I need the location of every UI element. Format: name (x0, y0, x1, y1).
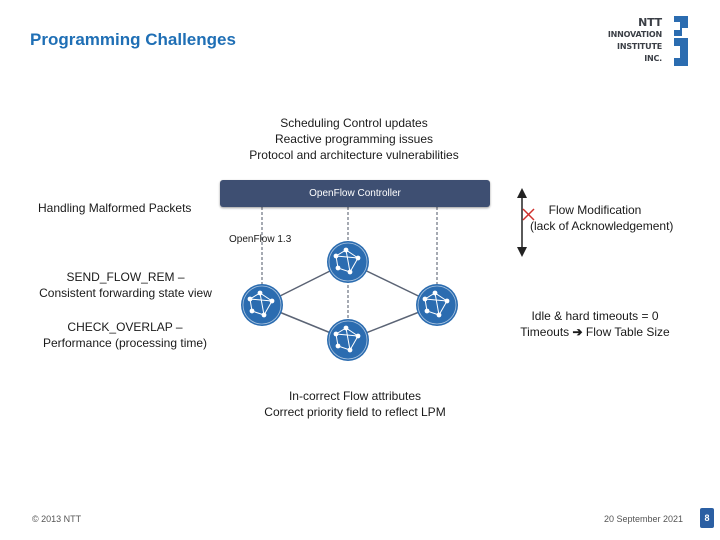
bottom-issue-1: In-correct Flow attributes (288, 389, 422, 403)
switch-node-right (416, 284, 458, 326)
flow-modification-detail: (lack of Acknowledgement) (530, 219, 674, 233)
logo-line-3: INSTITUTE (617, 42, 662, 51)
ntt-logo: NTT INNOVATION INSTITUTE INC. (608, 12, 692, 72)
flow-modification-title: Flow Modification (548, 203, 642, 217)
logo-line-4: INC. (644, 54, 662, 63)
switch-node-top (327, 241, 369, 283)
page-number: 8 (700, 508, 714, 528)
bidirectional-arrow-icon (517, 188, 527, 257)
check-overlap-detail: Performance (processing time) (42, 336, 208, 350)
flow-modification: Flow Modification (lack of Acknowledgeme… (530, 202, 674, 234)
logo-line-1: NTT (638, 16, 662, 29)
flow-table-size-label: Flow Table Size (585, 325, 670, 339)
openflow-version-label: OpenFlow 1.3 (229, 234, 292, 245)
top-issue-1: Scheduling Control updates (280, 116, 428, 130)
switch-node-bottom (327, 319, 369, 361)
send-flow-rem: SEND_FLOW_REM – Consistent forwarding st… (32, 269, 219, 301)
top-issues: Scheduling Control updates Reactive prog… (229, 115, 479, 163)
logo-line-2: INNOVATION (607, 30, 662, 39)
footer-copyright: © 2013 NTT (32, 514, 82, 524)
timeouts-label: Timeouts (520, 325, 570, 339)
send-flow-rem-title: SEND_FLOW_REM – (66, 270, 185, 284)
check-overlap: CHECK_OVERLAP – Performance (processing … (36, 319, 214, 351)
bottom-issues: In-correct Flow attributes Correct prior… (240, 388, 470, 420)
footer-date: 20 September 2021 (604, 514, 684, 524)
timeouts-line-1: Idle & hard timeouts = 0 (531, 309, 659, 323)
check-overlap-title: CHECK_OVERLAP – (67, 320, 183, 334)
handling-malformed-packets: Handling Malformed Packets (38, 201, 192, 215)
timeouts-line-2: Timeouts ➔ Flow Table Size (510, 324, 680, 340)
send-flow-rem-detail: Consistent forwarding state view (39, 286, 212, 300)
logo-mark-icon (674, 16, 688, 66)
top-issue-3: Protocol and architecture vulnerabilitie… (249, 148, 459, 162)
slide-title: Programming Challenges (30, 30, 236, 49)
timeouts: Idle & hard timeouts = 0 Timeouts ➔ Flow… (510, 308, 680, 340)
switch-node-left (241, 284, 283, 326)
openflow-controller: OpenFlow Controller (220, 180, 490, 207)
bottom-issue-2: Correct priority field to reflect LPM (264, 405, 446, 419)
top-issue-2: Reactive programming issues (274, 132, 434, 146)
right-arrow-icon: ➔ (572, 325, 583, 339)
cross-icon (522, 208, 535, 221)
